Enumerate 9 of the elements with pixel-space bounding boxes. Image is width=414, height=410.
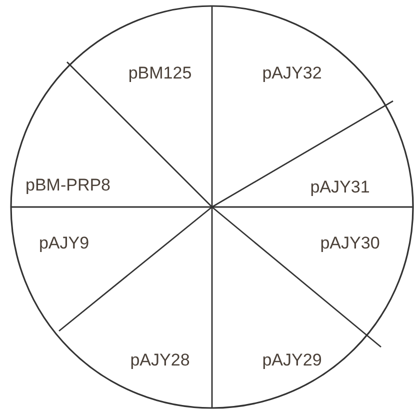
sector-label: pAJY30 [320, 234, 380, 252]
sector-label: pAJY31 [310, 178, 370, 196]
sector-label: pBM125 [128, 64, 192, 82]
sector-label: pAJY29 [262, 352, 322, 368]
sector-label: pAJY28 [130, 352, 190, 368]
sector-label: pAJY9 [38, 234, 90, 252]
sector-label: pBM-PRP8 [25, 176, 111, 194]
plate-circle [10, 5, 414, 409]
sector-label: pAJY32 [262, 64, 322, 82]
